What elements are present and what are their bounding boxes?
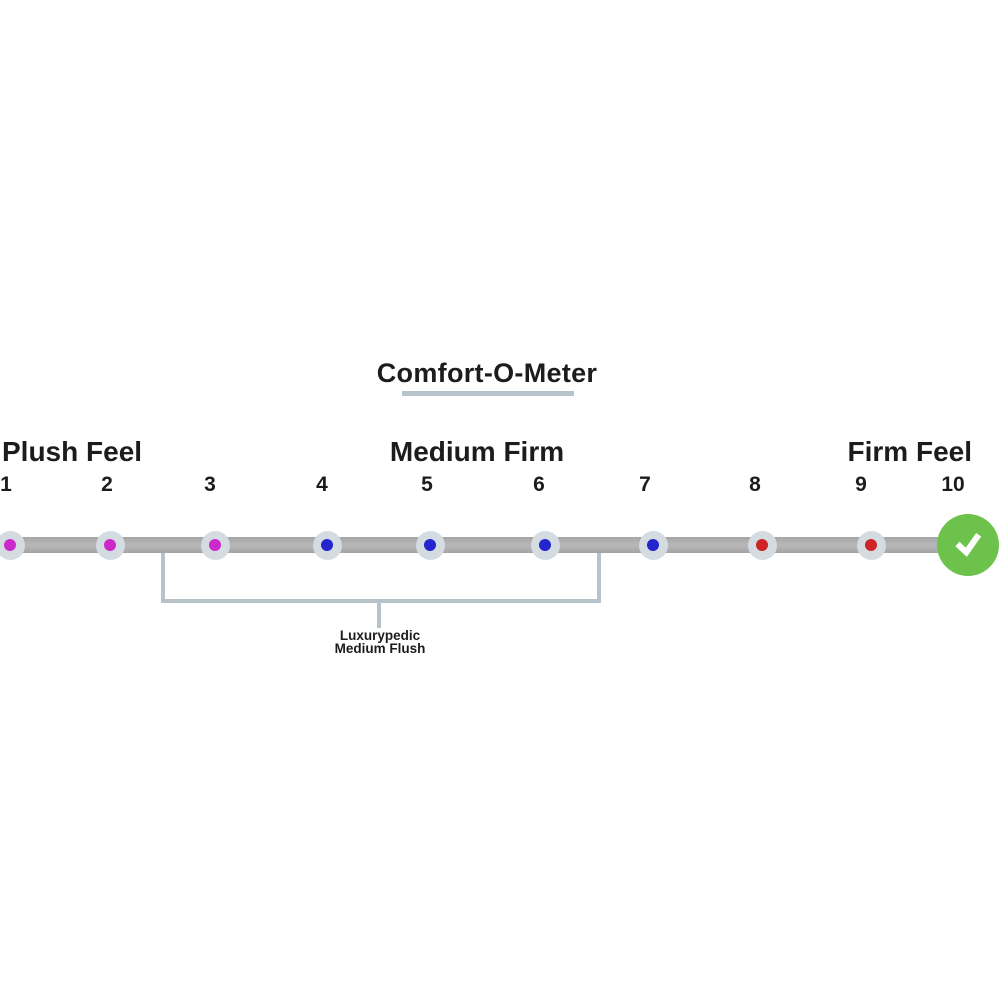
- scale-dot-5: [424, 539, 436, 551]
- scale-number-8: 8: [749, 473, 761, 496]
- scale-dot-halo-5: [415, 530, 445, 560]
- scale-dot-halo-2: [95, 530, 125, 560]
- scale-number-5: 5: [421, 473, 433, 496]
- scale-dot-6: [539, 539, 551, 551]
- scale-number-1: 1: [0, 473, 12, 496]
- scale-dot-2: [104, 539, 116, 551]
- scale-dot-9: [865, 539, 877, 551]
- annotation-bracket-stem: [377, 601, 381, 628]
- scale-dot-halo-4: [312, 530, 342, 560]
- scale-dot-halo-1: [0, 530, 25, 560]
- annotation-bracket: [161, 553, 601, 603]
- annotation-label: Luxurypedic Medium Flush: [334, 628, 426, 656]
- scale-dot-4: [321, 539, 333, 551]
- scale-dot-halo-6: [530, 530, 560, 560]
- scale-dot-halo-9: [856, 530, 886, 560]
- check-icon: [955, 532, 982, 557]
- feel-label-medium: Medium Firm: [389, 436, 565, 467]
- feel-label-firm: Firm Feel: [847, 436, 972, 467]
- scale-dot-1: [4, 539, 16, 551]
- scale-number-7: 7: [639, 473, 651, 496]
- scale-number-3: 3: [204, 473, 216, 496]
- scale-bar: [0, 537, 946, 553]
- page-title: Comfort-O-Meter: [376, 358, 598, 388]
- scale-dot-halo-8: [747, 530, 777, 560]
- scale-dot-8: [756, 539, 768, 551]
- scale-dot-7: [647, 539, 659, 551]
- scale-number-9: 9: [855, 473, 867, 496]
- scale-dot-halo-3: [200, 530, 230, 560]
- annotation-line1: Luxurypedic: [339, 628, 421, 643]
- scale-dot-halo-7: [638, 530, 668, 560]
- product-position-check: [937, 514, 999, 576]
- feel-label-plush: Plush Feel: [2, 436, 143, 467]
- scale-number-4: 4: [316, 473, 328, 496]
- title-underline: [402, 391, 574, 396]
- scale-number-10: 10: [941, 473, 965, 496]
- annotation-line2: Medium Flush: [334, 641, 426, 656]
- scale-number-6: 6: [533, 473, 545, 496]
- scale-dot-3: [209, 539, 221, 551]
- scale-number-2: 2: [101, 473, 113, 496]
